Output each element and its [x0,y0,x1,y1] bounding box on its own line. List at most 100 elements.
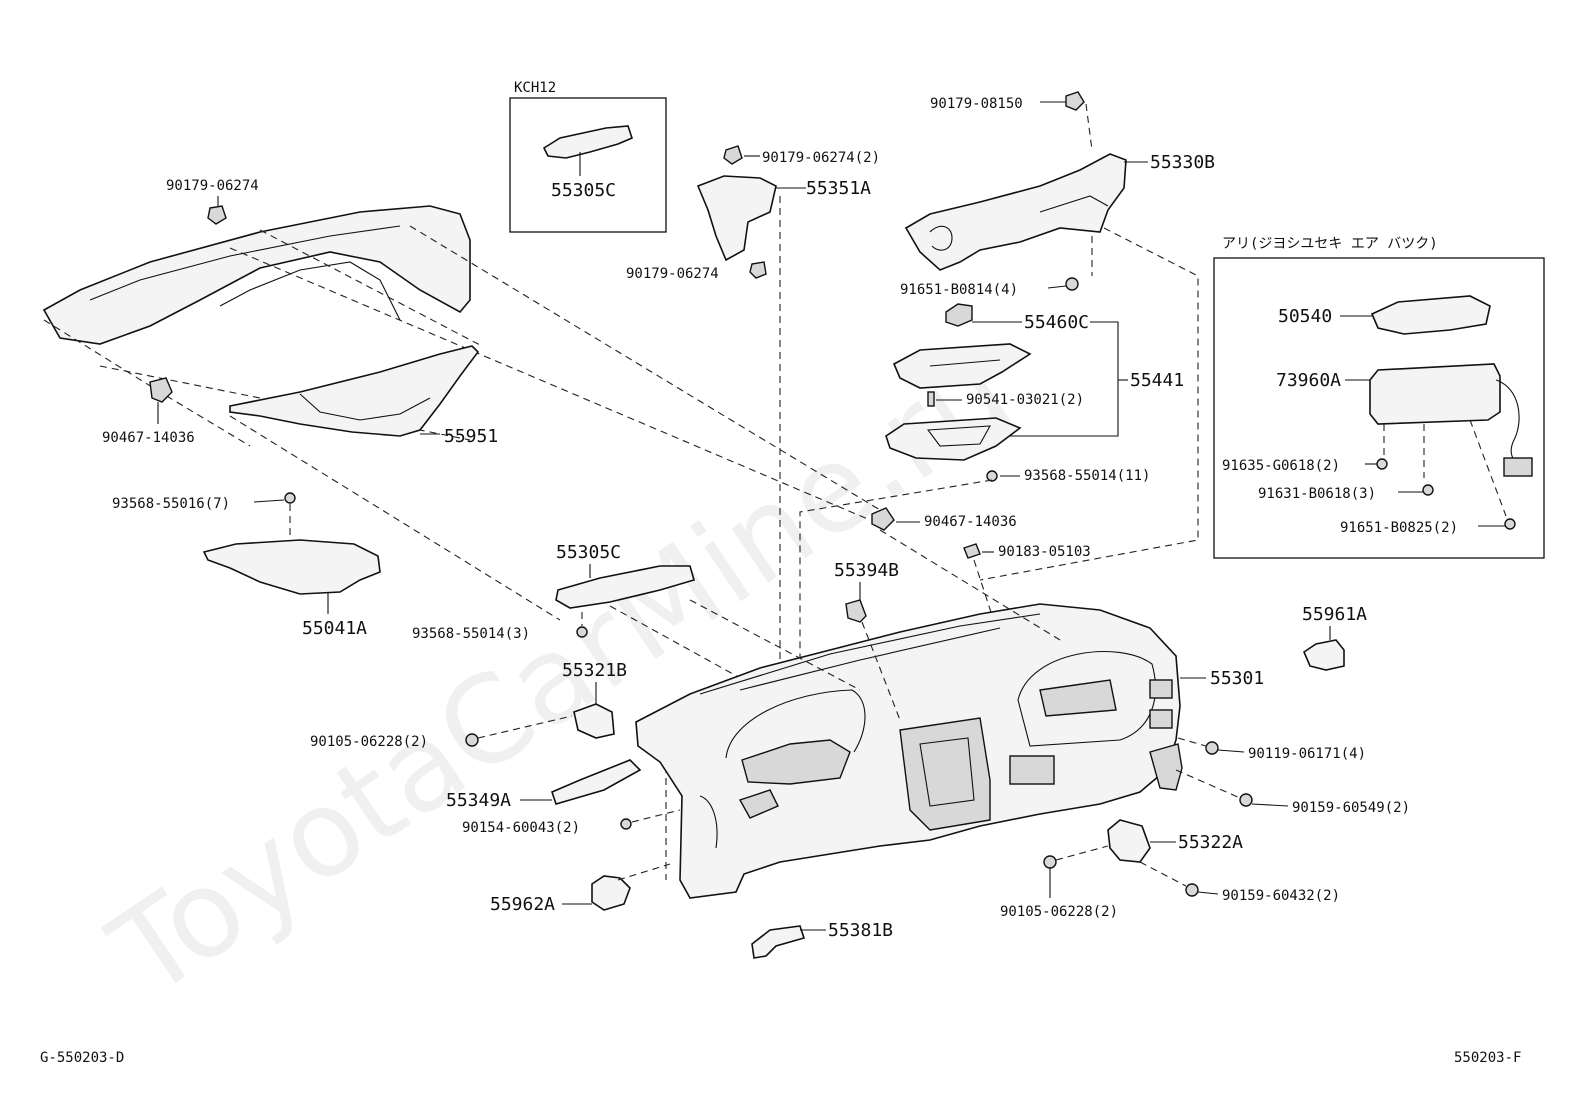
label-90467-14036-left[interactable]: 90467-14036 [102,430,195,446]
part-55041a-group: 93568-55016(7) 55041A [112,492,381,639]
clip-90467-14036-right-group: 90467-14036 [871,507,1017,531]
bolt-90159-60432-shape[interactable] [1185,883,1199,897]
part-55441-upper-shape[interactable] [892,343,1032,389]
part-55351a-shape[interactable] [696,175,777,262]
right-fasteners-group: 90119-06171(4) 90159-60549(2) 55322A 901… [1000,737,1410,920]
part-55041a-shape[interactable] [202,539,381,595]
label-90154-60043[interactable]: 90154-60043(2) [462,820,580,836]
bolt-90105-06228-left-shape[interactable] [465,733,479,747]
label-91631-b0618[interactable]: 91631-B0618(3) [1258,486,1376,502]
clip-90467-14036-right-shape[interactable] [871,507,895,531]
part-73960a-shape[interactable] [1369,363,1501,425]
inset-airbag-title: アリ(ジヨシユセキ エア バツク) [1222,236,1438,252]
part-55321b-shape[interactable] [573,703,615,739]
part-55301-group: 55301 [635,603,1264,899]
label-55322a[interactable]: 55322A [1178,832,1243,853]
label-91635-g0618[interactable]: 91635-G0618(2) [1222,458,1340,474]
part-upper-dash-frame [42,205,471,345]
inset-kch12: KCH12 55305C [509,80,667,233]
nut-90179-06274-2-shape[interactable] [723,145,743,165]
label-55961a[interactable]: 55961A [1302,604,1367,625]
part-55394b-shape[interactable] [845,599,867,623]
label-93568-55014-3[interactable]: 93568-55014(3) [412,626,530,642]
part-55330b-group: 90179-08150 55330B 91651-B0814(4) [900,91,1215,581]
label-90467-14036-right[interactable]: 90467-14036 [924,514,1017,530]
part-55321b-group: 55321B 90105-06228(2) [310,660,627,750]
label-55041a[interactable]: 55041A [302,618,367,639]
label-55321b[interactable]: 55321B [562,660,627,681]
label-90179-06274-left[interactable]: 90179-06274 [166,178,259,194]
screw-93568-55014-11-shape[interactable] [986,470,998,482]
label-90105-06228-right[interactable]: 90105-06228(2) [1000,904,1118,920]
part-50540-shape[interactable] [1370,295,1491,335]
upper-panel-group: 90179-06274 90467-14036 [42,178,881,521]
nut-90179-06274-lower-shape[interactable] [749,261,767,279]
label-90183-05103[interactable]: 90183-05103 [998,544,1091,560]
part-55330b-shape[interactable] [904,153,1127,271]
nut-90179-08150-shape[interactable] [1065,91,1085,111]
part-55961a-shape[interactable] [1303,639,1345,671]
label-55441[interactable]: 55441 [1130,370,1184,391]
label-55394b[interactable]: 55394B [834,560,899,581]
bolt-90159-60549-shape[interactable] [1239,793,1253,807]
part-55305c-group: 55305C 93568-55014(3) [412,542,781,701]
part-55441-group: 55460C 90541-03021(2) 55441 93568-55014(… [799,303,1184,742]
bolt-90119-06171-shape[interactable] [1205,741,1219,755]
pin-90541-03021-shape[interactable] [927,391,935,407]
label-55330b[interactable]: 55330B [1150,152,1215,173]
dashed-connectors [229,415,1061,721]
part-55951-shape[interactable] [229,345,480,437]
part-55305c-inset-shape[interactable] [542,125,633,159]
label-90105-06228-left[interactable]: 90105-06228(2) [310,734,428,750]
bolt-90154-60043-shape[interactable] [620,818,632,830]
label-55351a[interactable]: 55351A [806,178,871,199]
part-55349a-group: 55349A 90154-60043(2) [446,759,681,836]
part-55961a-group: 55961A [1302,604,1367,671]
label-50540[interactable]: 50540 [1278,306,1332,327]
label-90159-60549[interactable]: 90159-60549(2) [1292,800,1410,816]
label-90541-03021[interactable]: 90541-03021(2) [966,392,1084,408]
label-55301[interactable]: 55301 [1210,668,1264,689]
label-90119-06171[interactable]: 90119-06171(4) [1248,746,1366,762]
part-90467-14036-left-shape[interactable] [149,377,173,403]
part-55305c-shape[interactable] [555,565,695,609]
label-55305c[interactable]: 55305C [556,542,621,563]
label-55460c[interactable]: 55460C [1024,312,1089,333]
label-73960a[interactable]: 73960A [1276,370,1341,391]
label-55951[interactable]: 55951 [444,426,498,447]
label-93568-55016[interactable]: 93568-55016(7) [112,496,230,512]
screw-93568-55014-3-shape[interactable] [576,626,588,638]
label-90179-06274-lower[interactable]: 90179-06274 [626,266,719,282]
label-55349a[interactable]: 55349A [446,790,511,811]
part-55351a-group: 90179-06274(2) 55351A 90179-06274 [626,145,880,742]
label-55962a[interactable]: 55962A [490,894,555,915]
label-90179-06274-2[interactable]: 90179-06274(2) [762,150,880,166]
label-90179-08150[interactable]: 90179-08150 [930,96,1023,112]
footer-left-code: G-550203-D [40,1050,124,1066]
part-55349a-shape[interactable] [551,759,642,805]
part-55394b-group: 55394B [834,560,899,623]
part-90179-06274-left-shape[interactable] [207,205,227,225]
part-55322a-shape[interactable] [1107,819,1151,863]
label-91651-b0814[interactable]: 91651-B0814(4) [900,282,1018,298]
label-91651-b0825[interactable]: 91651-B0825(2) [1340,520,1458,536]
part-55962a-shape[interactable] [591,875,631,911]
part-55381b-shape[interactable] [751,925,806,959]
bolt-91651-b0814-shape[interactable] [1065,277,1079,291]
screw-93568-55016-shape[interactable] [284,492,296,504]
label-55305c-inset[interactable]: 55305C [551,180,616,201]
inset-kch12-title: KCH12 [514,80,556,96]
inset-airbag: アリ(ジヨシユセキ エア バツク) 50540 73960A 91635-G06… [1213,236,1545,559]
part-55460c-shape[interactable] [945,303,973,327]
label-55381b[interactable]: 55381B [828,920,893,941]
label-90159-60432[interactable]: 90159-60432(2) [1222,888,1340,904]
footer-right-code: 550203-F [1454,1050,1521,1066]
clip-90183-05103-group: 90183-05103 [963,543,1091,641]
part-55441-lower-shape[interactable] [885,417,1022,461]
clip-90183-05103-shape[interactable] [963,543,981,559]
part-55381b-group: 55381B [751,920,893,959]
bolt-90105-06228-right-shape[interactable] [1043,855,1057,869]
label-93568-55014-11[interactable]: 93568-55014(11) [1024,468,1150,484]
part-55951-group: 55951 [229,345,498,447]
